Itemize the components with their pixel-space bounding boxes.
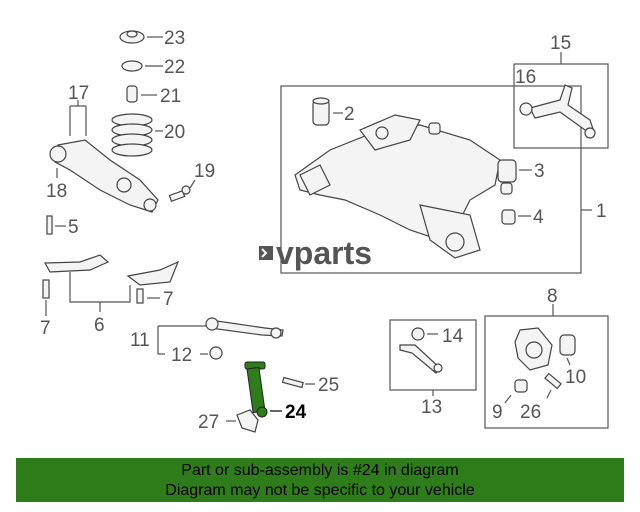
callout-20: 20 xyxy=(164,122,185,143)
bushing-4 xyxy=(501,209,516,225)
callout-13: 13 xyxy=(421,397,442,418)
callout-26: 26 xyxy=(520,402,541,423)
banner-line-1: Part or sub-assembly is #24 in diagram xyxy=(181,462,459,479)
bracket-27 xyxy=(236,409,259,433)
toe-link-13 xyxy=(399,327,443,374)
trailing-arm-17 xyxy=(49,139,159,213)
shock-absorber-24 xyxy=(244,361,268,418)
bushing-3 xyxy=(497,159,517,183)
knuckle-8 xyxy=(514,327,553,371)
callout-25: 25 xyxy=(318,375,339,396)
callout-12: 12 xyxy=(171,345,192,366)
callout-22: 22 xyxy=(164,57,185,78)
knuckle-group-box xyxy=(484,315,609,429)
callout-3: 3 xyxy=(534,161,545,182)
bushing-10 xyxy=(559,334,576,356)
upper-control-arm xyxy=(519,84,596,139)
bolt-26 xyxy=(544,372,562,390)
bracket-6 xyxy=(43,254,180,286)
bushing-12 xyxy=(209,346,223,360)
callout-21: 21 xyxy=(160,86,181,107)
callout-5: 5 xyxy=(68,217,79,238)
callout-9: 9 xyxy=(492,402,503,423)
callout-24: 24 xyxy=(285,402,307,423)
subframe-illustration xyxy=(294,114,501,259)
info-banner: Part or sub-assembly is #24 in diagram D… xyxy=(16,458,624,502)
banner-line-2: Diagram may not be specific to your vehi… xyxy=(165,482,475,499)
callout-14: 14 xyxy=(442,326,464,347)
callout-17: 17 xyxy=(68,83,89,104)
callout-16: 16 xyxy=(515,67,536,88)
lateral-link-11 xyxy=(205,317,284,339)
bump-stop-21 xyxy=(126,85,138,103)
callout-18: 18 xyxy=(46,181,67,202)
bushing-9 xyxy=(514,379,528,393)
callout-6: 6 xyxy=(94,315,105,336)
spring-seat-inner-23 xyxy=(126,30,138,38)
callout-23: 23 xyxy=(164,28,185,49)
bolt-5 xyxy=(46,215,53,235)
callout-1: 1 xyxy=(596,201,607,222)
callout-7-left: 7 xyxy=(40,318,51,339)
callout-4: 4 xyxy=(533,207,544,228)
callout-19: 19 xyxy=(194,161,215,182)
bolt-25 xyxy=(281,376,304,389)
watermark-text: vparts xyxy=(276,235,372,271)
callout-2: 2 xyxy=(344,104,355,125)
cap-small xyxy=(428,122,441,135)
callout-7-right: 7 xyxy=(163,289,174,310)
subframe-group-box xyxy=(280,85,582,274)
bolt-19 xyxy=(168,185,191,202)
bolt-7-left xyxy=(42,279,50,299)
cap-mid xyxy=(500,182,513,195)
watermark-logo: vparts xyxy=(259,235,372,271)
callout-15: 15 xyxy=(550,33,571,54)
callout-10: 10 xyxy=(565,367,586,388)
callout-27: 27 xyxy=(198,412,219,433)
bolt-7-right xyxy=(136,288,144,304)
bushing-2 xyxy=(312,97,330,126)
callout-11: 11 xyxy=(130,330,150,351)
coil-spring-20 xyxy=(111,113,153,157)
callout-8: 8 xyxy=(547,286,558,307)
insulator-22 xyxy=(121,60,143,72)
